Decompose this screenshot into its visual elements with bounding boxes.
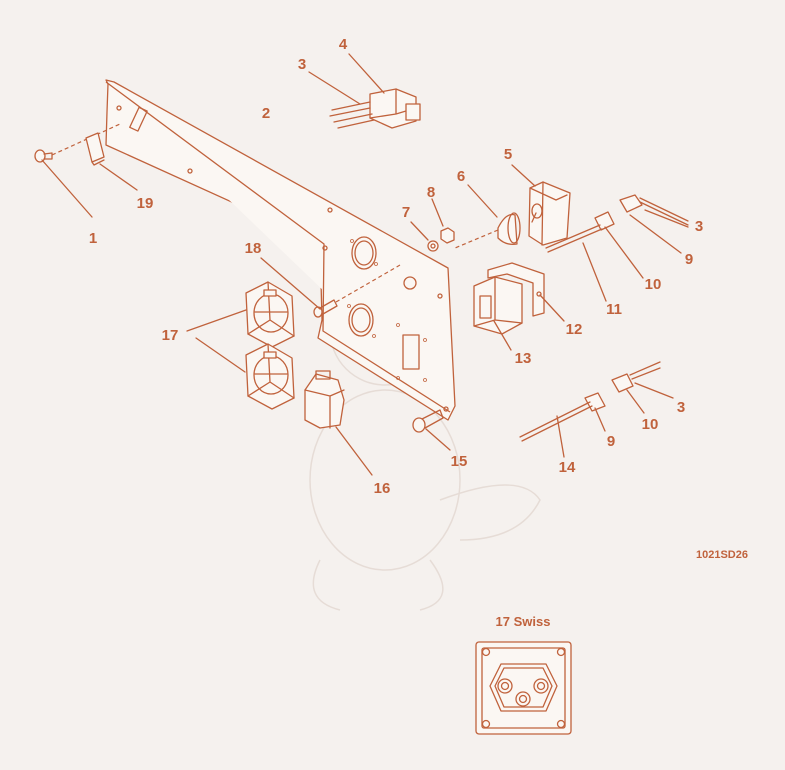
label-part-17: 17 bbox=[162, 327, 179, 344]
label-part-7: 7 bbox=[402, 204, 410, 221]
swiss-outlet-inset: 17 Swiss bbox=[475, 614, 572, 735]
lead-upper bbox=[545, 194, 689, 302]
label-part-3-right: 3 bbox=[695, 218, 703, 235]
label-part-3-lower: 3 bbox=[677, 399, 685, 416]
label-part-10-lower: 10 bbox=[642, 416, 659, 433]
drawing-code: 1021SD26 bbox=[696, 549, 748, 561]
connector-part-4 bbox=[308, 53, 421, 129]
label-part-12: 12 bbox=[566, 321, 583, 338]
bracket-part-12 bbox=[487, 262, 565, 322]
label-part-9-upper: 9 bbox=[685, 251, 693, 268]
label-part-6: 6 bbox=[457, 168, 465, 185]
label-part-19: 19 bbox=[137, 195, 154, 212]
panel-plate bbox=[105, 79, 456, 421]
inset-title: 17 Swiss bbox=[496, 614, 551, 629]
label-part-14: 14 bbox=[559, 459, 576, 476]
label-part-5: 5 bbox=[504, 146, 512, 163]
clip-part-19 bbox=[85, 132, 138, 191]
label-part-2: 2 bbox=[262, 105, 270, 122]
boot-part-6 bbox=[454, 184, 521, 249]
bolt-part-15 bbox=[412, 409, 451, 451]
label-part-16: 16 bbox=[374, 480, 391, 497]
outlet-part-17-lower bbox=[245, 343, 295, 410]
switch-part-5 bbox=[511, 164, 571, 246]
label-part-9-lower: 9 bbox=[607, 433, 615, 450]
breaker-part-13 bbox=[473, 276, 523, 351]
nut-part-7 bbox=[410, 221, 439, 252]
lead-lower bbox=[519, 361, 674, 458]
label-part-1: 1 bbox=[89, 230, 97, 247]
box-part-16 bbox=[304, 370, 373, 476]
screw-part-18 bbox=[260, 257, 401, 318]
label-part-18: 18 bbox=[245, 240, 262, 257]
washer-part-8 bbox=[431, 198, 455, 244]
label-part-3-top: 3 bbox=[298, 56, 306, 73]
label-part-4: 4 bbox=[339, 36, 348, 53]
label-part-13: 13 bbox=[515, 350, 532, 367]
label-part-10-upper: 10 bbox=[645, 276, 662, 293]
label-part-11: 11 bbox=[606, 301, 622, 318]
outlet-part-17-upper bbox=[245, 281, 295, 348]
label-part-8: 8 bbox=[427, 184, 435, 201]
label-part-15: 15 bbox=[451, 453, 468, 470]
